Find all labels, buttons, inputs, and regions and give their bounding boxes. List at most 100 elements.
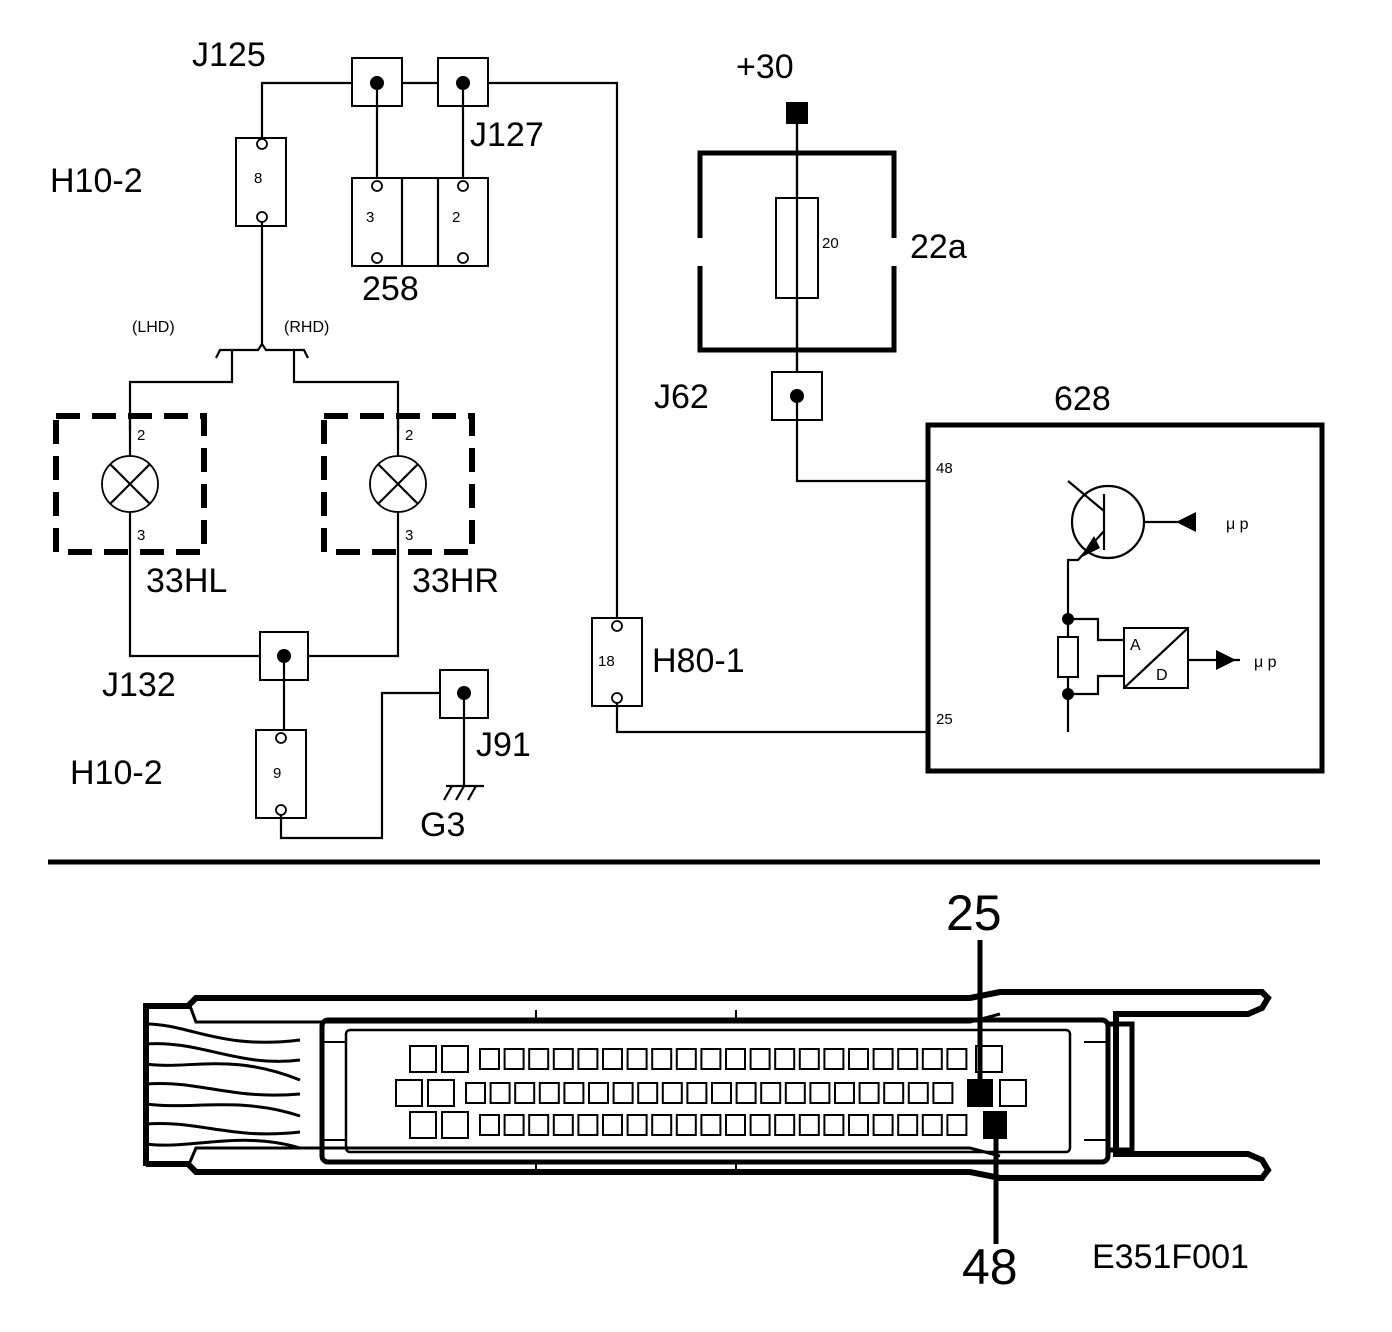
pin-h10-2-9: 9 xyxy=(273,765,281,782)
pin-cavity xyxy=(897,1114,919,1136)
label-h10-2-bottom: H10-2 xyxy=(70,754,163,792)
pin-cavity xyxy=(872,1048,894,1070)
connector-housing xyxy=(143,989,1272,1181)
pin-cavity xyxy=(577,1114,599,1136)
pin-cavity xyxy=(848,1048,869,1070)
pin-cavity xyxy=(907,1082,929,1104)
pin-cavity xyxy=(651,1114,673,1136)
pin-cavity xyxy=(809,1082,831,1104)
ground-symbol xyxy=(443,700,484,801)
pin-cavity xyxy=(700,1048,722,1070)
pin-cavity xyxy=(626,1114,648,1136)
pin-cavity xyxy=(774,1048,796,1070)
pin-cavity xyxy=(823,1048,845,1070)
pin-cavity xyxy=(700,1114,722,1136)
pin-cavity xyxy=(489,1082,511,1104)
connector-h10-2-bottom: 9 xyxy=(255,729,307,819)
pin-cavity xyxy=(612,1082,634,1104)
pin-cavity xyxy=(465,1082,486,1104)
pin-cavity xyxy=(848,1114,869,1136)
label-33hl: 33HL xyxy=(146,562,227,600)
pin-cavity-large xyxy=(441,1111,469,1139)
pin-cavity xyxy=(760,1082,782,1104)
pin-cavity xyxy=(528,1114,550,1136)
wire-h10-2-j91 xyxy=(279,691,440,840)
pin-cavity xyxy=(883,1082,905,1104)
pin-cavity xyxy=(725,1048,746,1070)
pin-cavity xyxy=(528,1048,550,1070)
pin-cavity xyxy=(735,1082,757,1104)
label-pin-48: 48 xyxy=(962,1239,1018,1295)
connector-pin-grid xyxy=(395,1045,1027,1139)
label-h10-2-top: H10-2 xyxy=(50,162,143,200)
terminal-plus30 xyxy=(786,102,808,124)
pin-cavity-large xyxy=(395,1079,423,1107)
label-22a: 22a xyxy=(910,228,967,266)
label-628: 628 xyxy=(1054,380,1111,418)
ecu-628: 48 25 μ p A D μ p xyxy=(925,422,1325,774)
connector-258: 3 2 xyxy=(351,177,489,267)
variant-bracket xyxy=(215,342,309,359)
pin-cavity xyxy=(823,1114,845,1136)
pin-cavity-large xyxy=(999,1079,1027,1107)
pin-cavity xyxy=(538,1082,560,1104)
pin-cavity xyxy=(661,1082,683,1104)
pin-cavity xyxy=(872,1114,894,1136)
pin-cavity-large xyxy=(409,1111,437,1139)
pin-cavity xyxy=(798,1114,820,1136)
lamp-33hr: 2 3 xyxy=(321,413,475,555)
pin-cavity xyxy=(514,1082,536,1104)
pin-cavity xyxy=(946,1114,968,1136)
ad-label-a: A xyxy=(1130,637,1141,654)
wire-j125-h10-2 xyxy=(260,81,352,139)
pin-cavity xyxy=(774,1114,796,1136)
pin-ecu-25: 25 xyxy=(936,711,953,728)
wire-rhd-branch xyxy=(292,350,400,430)
pin-cavity-large xyxy=(427,1079,455,1107)
label-mu-p-2: μ p xyxy=(1254,654,1277,671)
label-258: 258 xyxy=(362,270,419,308)
pin-33hr-2: 2 xyxy=(405,427,413,444)
wire-33hl-j132 xyxy=(128,552,260,658)
pin-cavity xyxy=(552,1114,574,1136)
connector-h80-1: 18 xyxy=(591,617,643,707)
label-j125: J125 xyxy=(192,36,266,74)
pin-33hl-2: 2 xyxy=(137,427,145,444)
pin-cavity-large xyxy=(441,1045,469,1073)
pin-cavity xyxy=(479,1114,500,1136)
pin-cavity xyxy=(602,1048,623,1070)
pin-cavity xyxy=(675,1114,697,1136)
figure-code: E351F001 xyxy=(1092,1238,1249,1276)
pin-cavity xyxy=(602,1114,623,1136)
label-mu-p-1: μ p xyxy=(1226,516,1249,533)
fuse-rating: 20 xyxy=(822,235,839,252)
pin-ecu-48: 48 xyxy=(936,460,953,477)
pin-cavity xyxy=(577,1048,599,1070)
pin-cavity xyxy=(798,1048,820,1070)
pin-258-3: 3 xyxy=(366,209,374,226)
pin-cavity xyxy=(651,1048,673,1070)
pin-cavity xyxy=(749,1114,771,1136)
pin-cavity xyxy=(725,1114,746,1136)
pin-cavity xyxy=(563,1082,585,1104)
label-j132: J132 xyxy=(102,666,176,704)
pin-cavity xyxy=(503,1048,525,1070)
pin-cavity xyxy=(921,1048,943,1070)
label-j62: J62 xyxy=(654,378,709,416)
pin-cavity xyxy=(675,1048,697,1070)
fuse-box-22a: 20 xyxy=(697,124,897,378)
pin-cavity xyxy=(784,1082,806,1104)
pin-cavity xyxy=(946,1048,968,1070)
ad-label-d: D xyxy=(1156,667,1168,684)
wire-33hr-j132 xyxy=(308,552,400,658)
pin-cavity xyxy=(626,1048,648,1070)
pin-cavity-large xyxy=(409,1045,437,1073)
pin-cavity xyxy=(552,1048,574,1070)
pin-cavity xyxy=(588,1082,609,1104)
pin-cavity xyxy=(503,1114,525,1136)
pin-cavity xyxy=(637,1082,659,1104)
label-j91: J91 xyxy=(476,726,531,764)
connector-h10-2-top: 8 xyxy=(235,137,287,227)
label-g3: G3 xyxy=(420,806,465,844)
